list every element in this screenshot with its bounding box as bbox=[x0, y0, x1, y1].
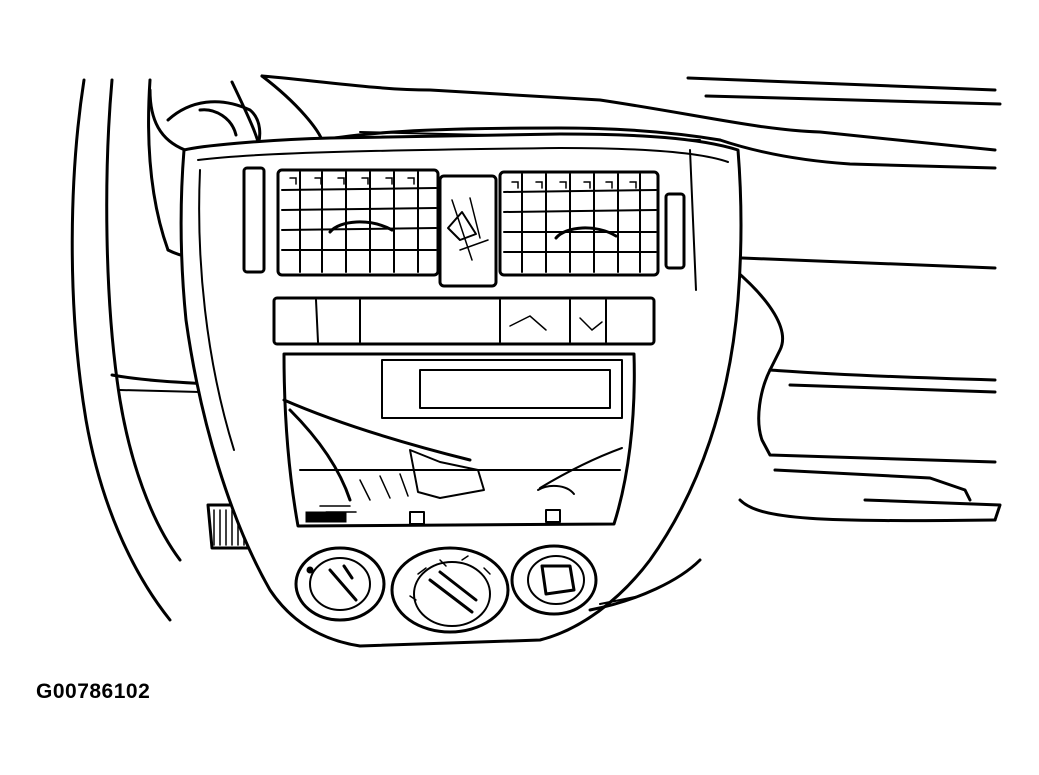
air-vents bbox=[242, 166, 686, 288]
steering-wheel bbox=[70, 78, 182, 622]
radio-opening bbox=[282, 352, 636, 528]
left-vent-knob bbox=[242, 166, 266, 274]
right-vent-knob bbox=[664, 192, 686, 270]
figure-id-label: G00786102 bbox=[36, 680, 151, 703]
climate-controls bbox=[294, 544, 598, 634]
hazard-switch-housing bbox=[438, 174, 498, 288]
dashboard-right bbox=[733, 256, 1002, 523]
fan-knob-housing bbox=[390, 546, 510, 634]
right-air-vent bbox=[498, 170, 660, 277]
lower-console bbox=[588, 558, 702, 612]
switch-strip bbox=[272, 296, 656, 346]
dashboard-top bbox=[230, 74, 1002, 170]
